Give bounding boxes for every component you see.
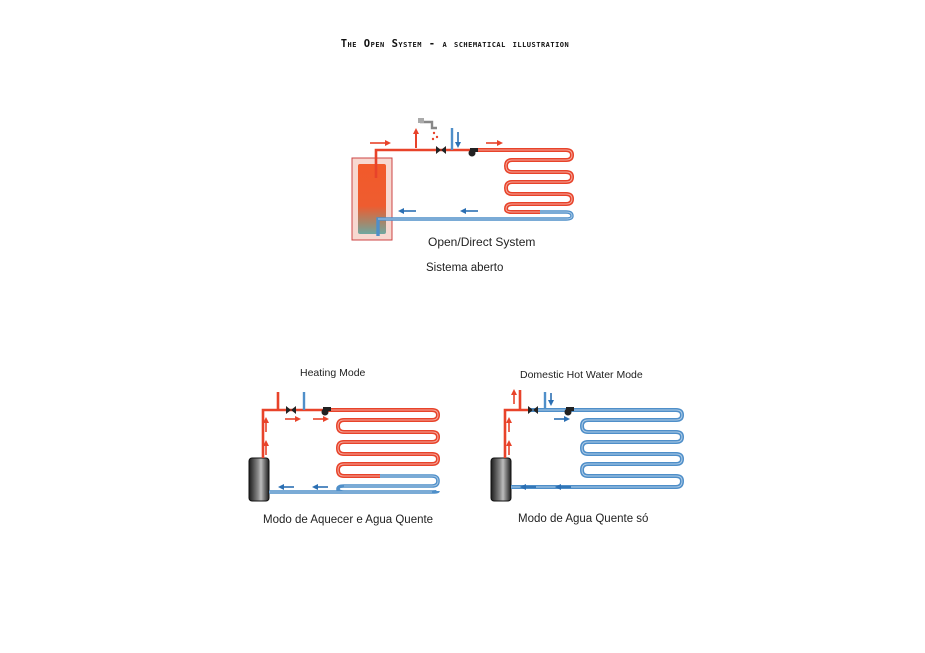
hot-supply-pipe <box>503 408 530 458</box>
dhw-mode-caption: Domestic Hot Water Mode <box>520 369 643 381</box>
floor-coil-cold <box>511 408 684 489</box>
pump-icon <box>468 148 478 157</box>
valve-icon <box>286 406 296 414</box>
hot-supply-pipe <box>261 408 324 458</box>
cold-return-pipe <box>376 210 574 236</box>
pump-icon <box>564 407 574 416</box>
dhw-mode-caption-pt: Modo de Agua Quente só <box>518 513 649 525</box>
heating-mode-diagram <box>248 392 440 502</box>
floor-coil-cold <box>269 474 440 494</box>
faucet-icon <box>418 118 439 141</box>
open-system-caption: Open/Direct System <box>428 235 536 249</box>
valve-icon <box>436 146 446 154</box>
water-heater <box>490 457 512 502</box>
valve-icon <box>528 406 538 414</box>
water-heater <box>248 457 270 502</box>
heating-mode-caption-pt: Modo de Aquecer e Agua Quente <box>263 514 434 526</box>
dhw-mode-diagram <box>490 389 684 502</box>
storage-tank-fill <box>358 164 386 234</box>
pump-icon <box>321 407 331 416</box>
open-direct-system <box>351 118 574 241</box>
heating-mode-caption: Heating Mode <box>300 367 366 379</box>
diagram-title: The Open System - a schematical illustra… <box>340 38 570 50</box>
floor-coil-hot <box>470 148 574 214</box>
open-system-caption-pt: Sistema aberto <box>426 262 504 274</box>
